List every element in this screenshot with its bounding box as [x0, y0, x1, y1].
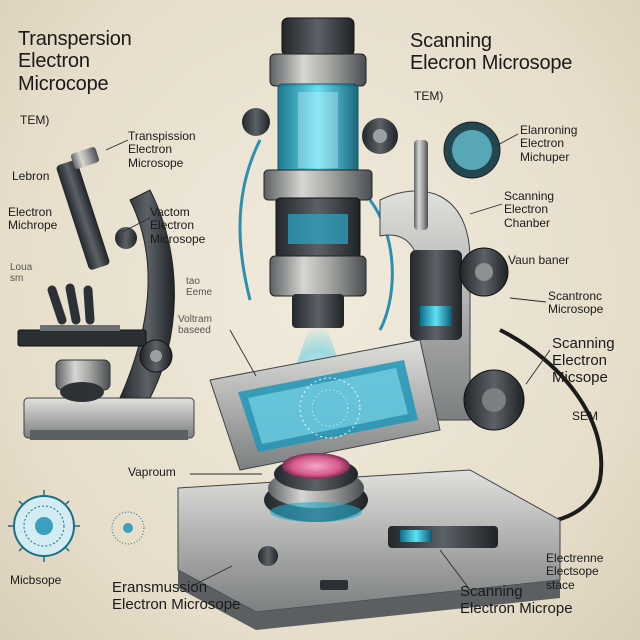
label-vactom-electron-microsope: Vactom Electron Microsope	[150, 205, 206, 246]
sem-arm-icon	[379, 121, 604, 526]
label-voltram-baseed: Voltram baseed	[178, 314, 212, 337]
label-tao-eeme: tao Eeme	[186, 276, 213, 299]
label-transpission-electron-microsope: Transpission Electron Microsope	[128, 129, 196, 170]
light-microscope-icon	[17, 147, 195, 440]
label-sem: SEM	[572, 409, 599, 423]
leader-lines	[105, 133, 551, 591]
label-electrenne-electsope-stace: Electrenne Electsope stace	[546, 551, 604, 592]
label-scanning-electron-micsope: Scanning Electron Micsope	[552, 335, 615, 386]
tem-heading: Transpersion Electron Microcope	[18, 28, 132, 95]
label-eransmussion-electron-microsope: Eransmussion Electron Microsope	[112, 579, 241, 613]
label-vaun-baner: Vaun baner	[508, 253, 570, 267]
label-scantronc-microsope: Scantronc Microsope	[548, 289, 604, 317]
sample-dish-icon	[264, 453, 368, 522]
label-scanning-electron-micrope: Scanning Electron Micrope	[460, 583, 573, 617]
label-loua-sm: Loua sm	[10, 262, 33, 285]
sem-subheading: TEM)	[414, 89, 444, 103]
specimen-stage-icon	[209, 339, 441, 471]
tem-subheading: TEM)	[20, 113, 50, 127]
label-lebron: Lebron	[12, 169, 50, 183]
label-vaproum: Vaproum	[128, 465, 176, 479]
label-electron-michrope: Electron Michrope	[8, 205, 58, 233]
label-elanroning-electron-michuper: Elanroning Electron Michuper	[520, 123, 578, 164]
tem-column-icon	[238, 17, 398, 331]
sem-heading: Scanning Elecron Microsope	[410, 30, 573, 75]
label-scanning-electron-chanber: Scanning Electron Chanber	[504, 189, 555, 230]
virus-specimen-icon	[8, 490, 145, 562]
label-micbsope: Micbsope	[10, 573, 62, 587]
